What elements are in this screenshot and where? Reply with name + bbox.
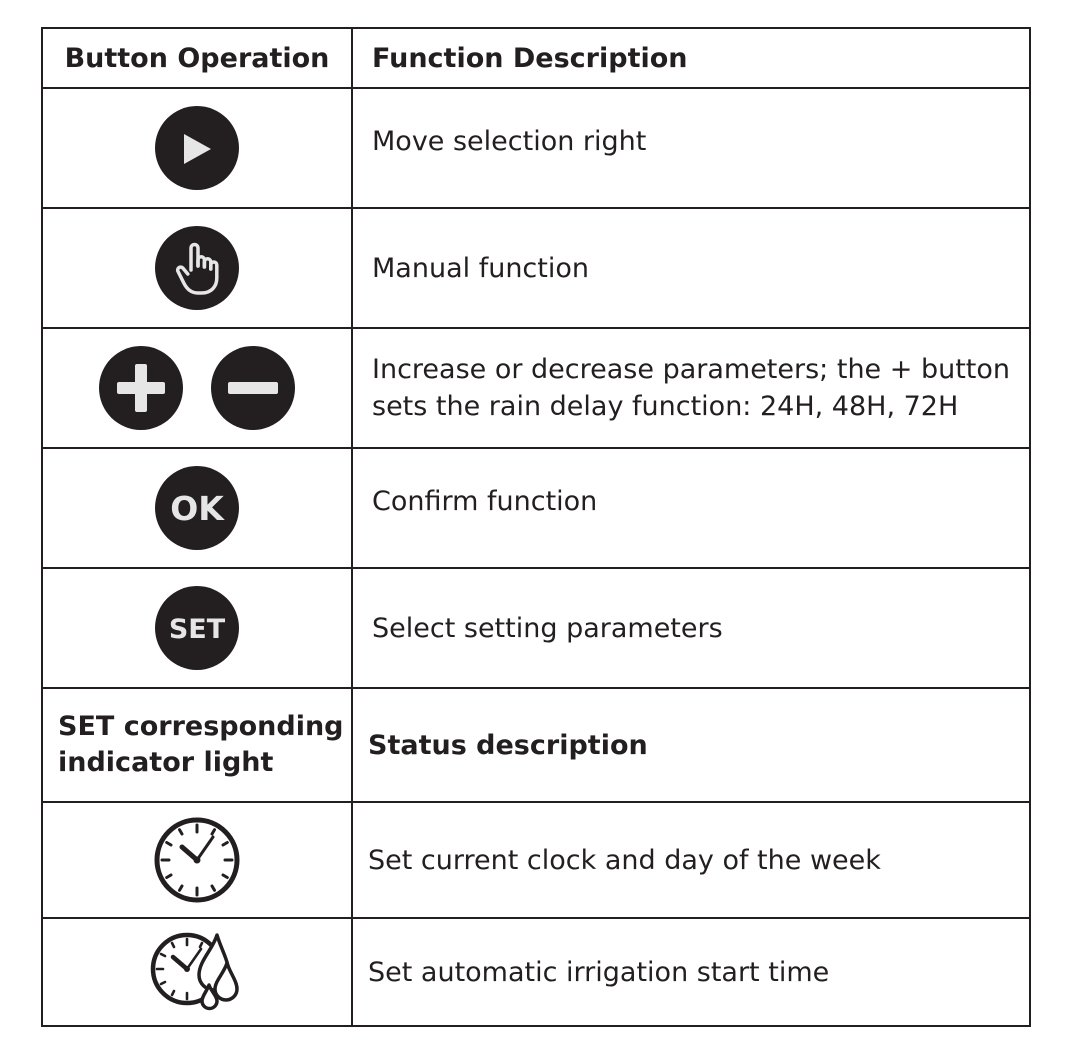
section-header-status: Status description xyxy=(351,687,1031,803)
hand-button-icon xyxy=(43,226,351,310)
icon-cell xyxy=(41,801,353,919)
icon-cell: SET xyxy=(41,567,353,689)
clock-icon xyxy=(43,815,351,905)
table-row: OK Confirm function xyxy=(41,447,1031,569)
row-description: Manual function xyxy=(351,207,1031,329)
button-function-table: Button Operation Function Description Mo… xyxy=(41,27,1031,1027)
table-row: Manual function xyxy=(41,207,1031,329)
play-button-icon xyxy=(43,106,351,190)
row-description: Set current clock and day of the week xyxy=(351,801,1031,919)
ok-button-icon: OK xyxy=(43,466,351,550)
row-description: Select setting parameters xyxy=(351,567,1031,689)
row-description: Confirm function xyxy=(351,447,1031,569)
plus-button-icon xyxy=(99,346,183,430)
section-header-row: SET corresponding indicator light Status… xyxy=(41,687,1031,803)
description-line: Increase or decrease parameters; the + b… xyxy=(372,354,1011,385)
icon-cell xyxy=(41,917,353,1027)
row-description: Increase or decrease parameters; the + b… xyxy=(351,327,1031,449)
table-header-row: Button Operation Function Description xyxy=(41,27,1031,89)
section-header-indicator: SET corresponding indicator light xyxy=(41,687,353,803)
icon-cell xyxy=(41,327,353,449)
table-row: Increase or decrease parameters; the + b… xyxy=(41,327,1031,449)
header-button-operation: Button Operation xyxy=(41,27,353,89)
icon-cell xyxy=(41,207,353,329)
header-function-description: Function Description xyxy=(351,27,1031,89)
section-header-line: indicator light xyxy=(58,747,274,778)
set-button-label: SET xyxy=(169,614,226,645)
clock-water-drop-icon xyxy=(43,927,351,1017)
icon-cell xyxy=(41,87,353,209)
section-header-line: SET corresponding xyxy=(58,711,344,742)
table-row: Set current clock and day of the week xyxy=(41,801,1031,919)
row-description: Move selection right xyxy=(351,87,1031,209)
table-row: SET Select setting parameters xyxy=(41,567,1031,689)
minus-button-icon xyxy=(211,346,295,430)
ok-button-label: OK xyxy=(170,489,225,528)
table-row: Set automatic irrigation start time xyxy=(41,917,1031,1027)
row-description: Set automatic irrigation start time xyxy=(351,917,1031,1027)
description-line: sets the rain delay function: 24H, 48H, … xyxy=(372,391,959,422)
set-button-icon: SET xyxy=(43,586,351,670)
icon-cell: OK xyxy=(41,447,353,569)
table-row: Move selection right xyxy=(41,87,1031,209)
